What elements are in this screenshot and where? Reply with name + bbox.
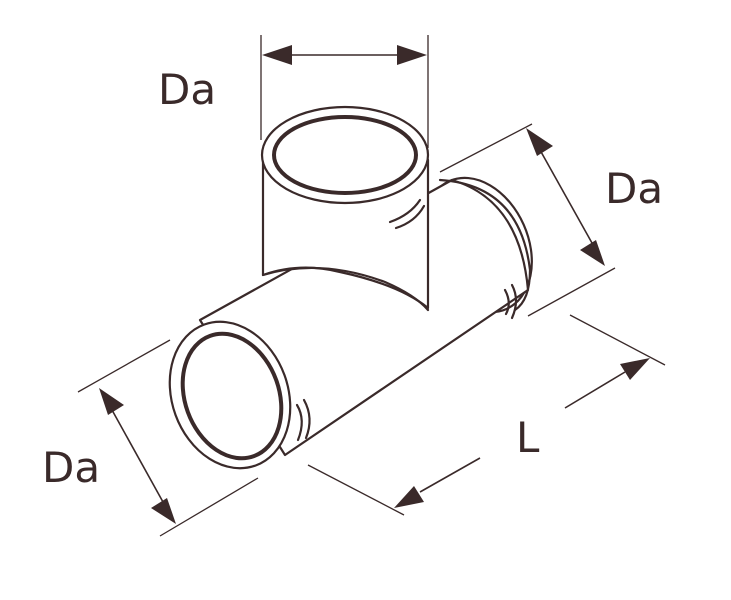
dimension-right-diameter: Da <box>439 123 663 317</box>
arrow-down-icon <box>580 240 605 266</box>
main-pipe-highlight-right-2 <box>503 288 510 316</box>
main-pipe-highlight-right <box>510 283 518 320</box>
right-diameter-label: Da <box>605 164 663 213</box>
arrow-up-icon <box>526 128 553 156</box>
branch-highlight <box>388 198 422 224</box>
main-pipe-near-opening <box>168 320 292 470</box>
left-diameter-label: Da <box>42 443 100 492</box>
branch-joint-curve <box>261 266 430 312</box>
arrow-left-icon <box>262 45 292 65</box>
dimension-length: L <box>307 314 666 516</box>
main-pipe-far-edge <box>438 178 532 312</box>
arrow-up-icon <box>99 388 124 415</box>
main-pipe-highlight-left-2 <box>302 398 311 440</box>
main-pipe-highlight-left <box>295 403 303 442</box>
branch-pipe-rim-inner <box>272 115 418 195</box>
branch-pipe <box>260 105 430 312</box>
branch-pipe-rim-outer <box>260 105 430 205</box>
top-diameter-label: Da <box>158 65 216 114</box>
dimension-left-diameter: Da <box>42 339 259 537</box>
arrow-up-right-icon <box>620 358 650 380</box>
length-label: L <box>516 413 540 462</box>
main-pipe-near-rim-inner <box>180 331 284 461</box>
arrow-down-left-icon <box>394 486 424 508</box>
branch-highlight-2 <box>394 204 426 230</box>
dimension-top-diameter: Da <box>158 35 429 148</box>
arrow-down-icon <box>151 498 176 524</box>
arrow-right-icon <box>397 45 427 65</box>
